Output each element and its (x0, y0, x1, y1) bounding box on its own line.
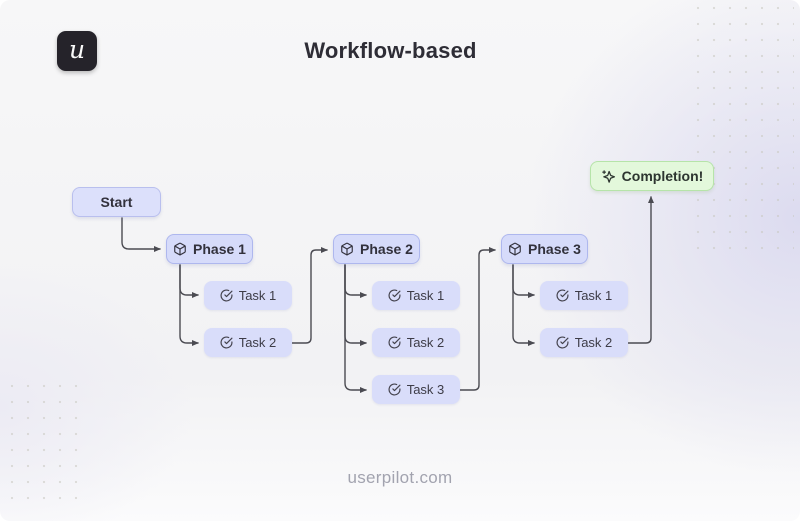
phase3-task2-node: Task 2 (540, 328, 628, 357)
phase1-task2-label: Task 2 (238, 335, 277, 350)
phase2-task1-node: Task 1 (372, 281, 460, 310)
phase1-node-label: Phase 1 (193, 241, 246, 257)
completion-node-label: Completion! (621, 168, 704, 184)
check-circle-icon (556, 336, 569, 349)
cube-icon (174, 242, 186, 256)
edge-p3task2-completion (627, 196, 654, 344)
phase3-node: Phase 3 (501, 234, 588, 264)
edge-p1task2-phase2 (291, 247, 328, 344)
start-node: Start (72, 187, 161, 217)
phase2-task1-label: Task 1 (406, 288, 445, 303)
phase3-node-label: Phase 3 (528, 241, 581, 257)
check-circle-icon (220, 289, 233, 302)
completion-node: Completion! (590, 161, 714, 191)
edge-phase3-task1 (512, 264, 535, 298)
edge-phase2-task2 (344, 264, 367, 346)
check-circle-icon (220, 336, 233, 349)
watermark: userpilot.com (347, 468, 453, 487)
sparkles-icon (601, 169, 615, 183)
edge-phase2-task1 (344, 264, 367, 298)
userpilot-logo-letter: u (68, 34, 86, 64)
check-circle-icon (388, 336, 401, 349)
start-node-label: Start (100, 194, 133, 210)
edge-phase3-task2 (512, 264, 535, 346)
phase1-task2-node: Task 2 (204, 328, 292, 357)
phase1-task1-node: Task 1 (204, 281, 292, 310)
phase1-node: Phase 1 (166, 234, 253, 264)
cube-icon (341, 242, 353, 256)
userpilot-logo: u (57, 31, 97, 71)
phase2-node: Phase 2 (333, 234, 420, 264)
phase2-task3-node: Task 3 (372, 375, 460, 404)
phase3-task1-label: Task 1 (574, 288, 613, 303)
check-circle-icon (388, 383, 401, 396)
edge-phase1-task2 (179, 264, 199, 346)
phase2-task3-label: Task 3 (406, 382, 445, 397)
edge-start-phase1 (121, 217, 161, 252)
edge-phase2-task3 (344, 264, 367, 393)
check-circle-icon (388, 289, 401, 302)
cube-icon (509, 242, 521, 256)
page-title: Workflow-based (304, 38, 477, 63)
edge-phase1-task1 (179, 264, 199, 298)
phase1-task1-label: Task 1 (238, 288, 277, 303)
phase2-task2-label: Task 2 (406, 335, 445, 350)
phase2-task2-node: Task 2 (372, 328, 460, 357)
edge-p2task3-phase3 (459, 247, 496, 391)
phase2-node-label: Phase 2 (360, 241, 413, 257)
check-circle-icon (556, 289, 569, 302)
phase3-task2-label: Task 2 (574, 335, 613, 350)
phase3-task1-node: Task 1 (540, 281, 628, 310)
